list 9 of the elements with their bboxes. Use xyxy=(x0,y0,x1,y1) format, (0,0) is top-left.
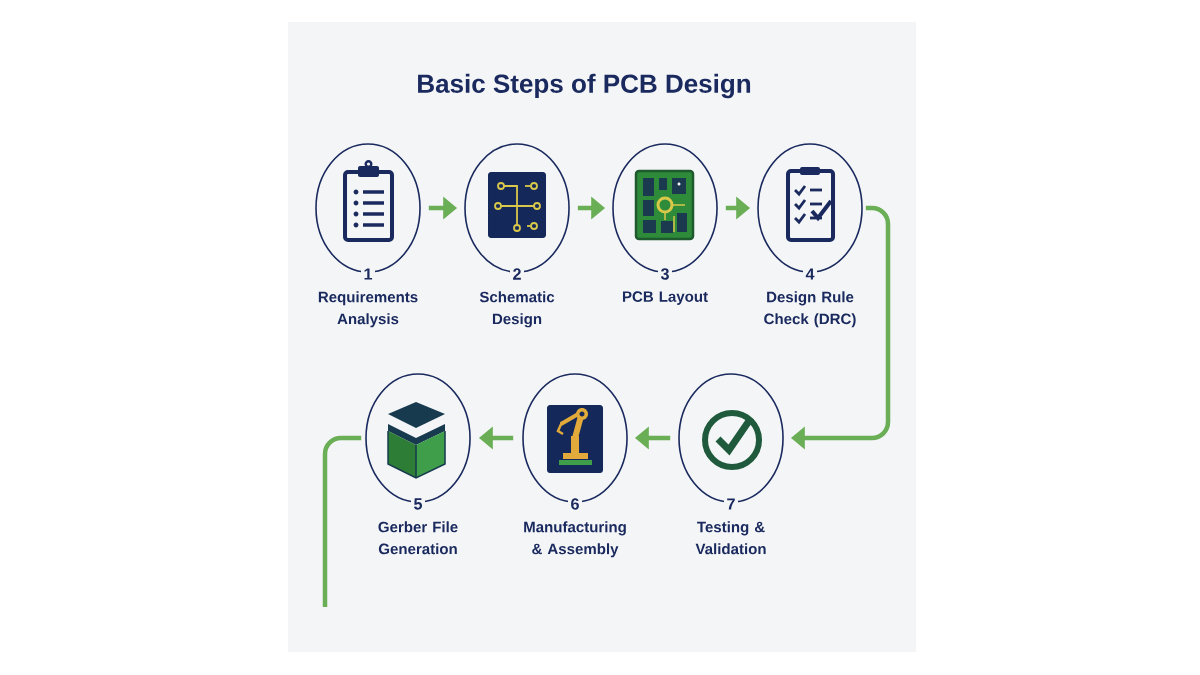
connector-line xyxy=(322,435,362,607)
step-label: Manufacturing & Assembly xyxy=(524,521,626,558)
step-label: Gerber File Generation xyxy=(378,521,458,555)
step-label: Testing & Validation xyxy=(695,521,766,555)
step-label: PCB Layout xyxy=(622,291,708,305)
step-label: Schematic Design xyxy=(479,291,555,328)
step-label: Design Rule Check (DRC) xyxy=(764,291,856,328)
step-label: Requirements Analysis xyxy=(318,291,418,328)
title: Basic Steps of PCB Design xyxy=(418,73,751,99)
